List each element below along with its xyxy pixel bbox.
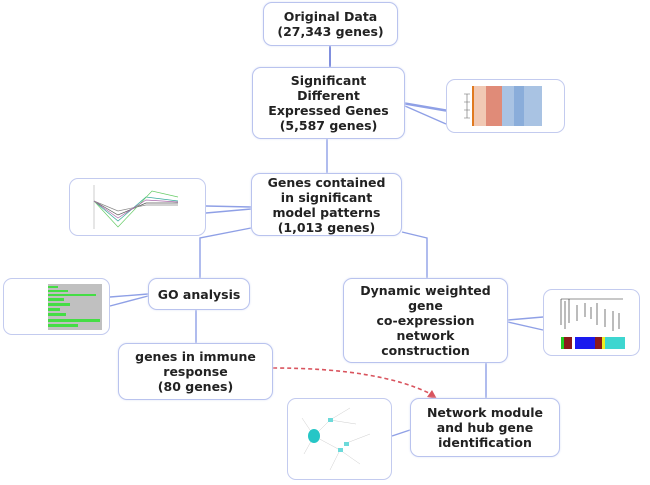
node-go-analysis: GO analysis [148, 278, 250, 310]
edge-wgcna-dendro [507, 316, 544, 331]
node-hub-genes: Network module and hub gene identificati… [410, 398, 560, 457]
node-original-data: Original Data (27,343 genes) [263, 2, 398, 46]
dashed-arrow-immune-hub [272, 367, 434, 396]
go-thumbnail [3, 278, 110, 335]
node-label: Original Data (27,343 genes) [277, 9, 384, 39]
node-immune-genes: genes in immune response (80 genes) [118, 343, 273, 400]
edge-patterns-go [199, 227, 252, 278]
node-label: Genes contained in significant model pat… [267, 174, 386, 235]
edge-hub-network [391, 429, 411, 437]
edge-sdeg-heatmap-2 [404, 103, 447, 125]
expression-pattern-plot [93, 185, 178, 229]
dendrogram-thumbnail [543, 289, 640, 356]
heatmap-thumbnail [446, 79, 565, 133]
node-label: genes in immune response (80 genes) [135, 349, 256, 394]
node-label: GO analysis [157, 286, 241, 302]
node-label: Network module and hub gene identificati… [426, 405, 544, 450]
node-label: Significant Different Expressed Genes (5… [268, 73, 389, 133]
node-model-patterns: Genes contained in significant model pat… [251, 173, 402, 236]
edge-patterns-wgcna [401, 231, 428, 278]
network-graph [301, 407, 370, 471]
heatmap-image [463, 86, 542, 126]
node-significant-degs: Significant Different Expressed Genes (5… [252, 67, 405, 139]
node-wgcna: Dynamic weighted gene co-expression netw… [343, 278, 508, 363]
edge-go-gothumb [109, 293, 149, 307]
arrowhead [427, 390, 437, 399]
node-label: Dynamic weighted gene co-expression netw… [360, 283, 491, 358]
lineplot-thumbnail [69, 178, 206, 236]
go-bar-chart [47, 283, 102, 330]
edge-sdeg-heatmap [404, 102, 447, 111]
cluster-dendrogram [560, 298, 625, 349]
network-thumbnail [287, 398, 392, 480]
edge-patterns-lineplot [205, 205, 252, 214]
